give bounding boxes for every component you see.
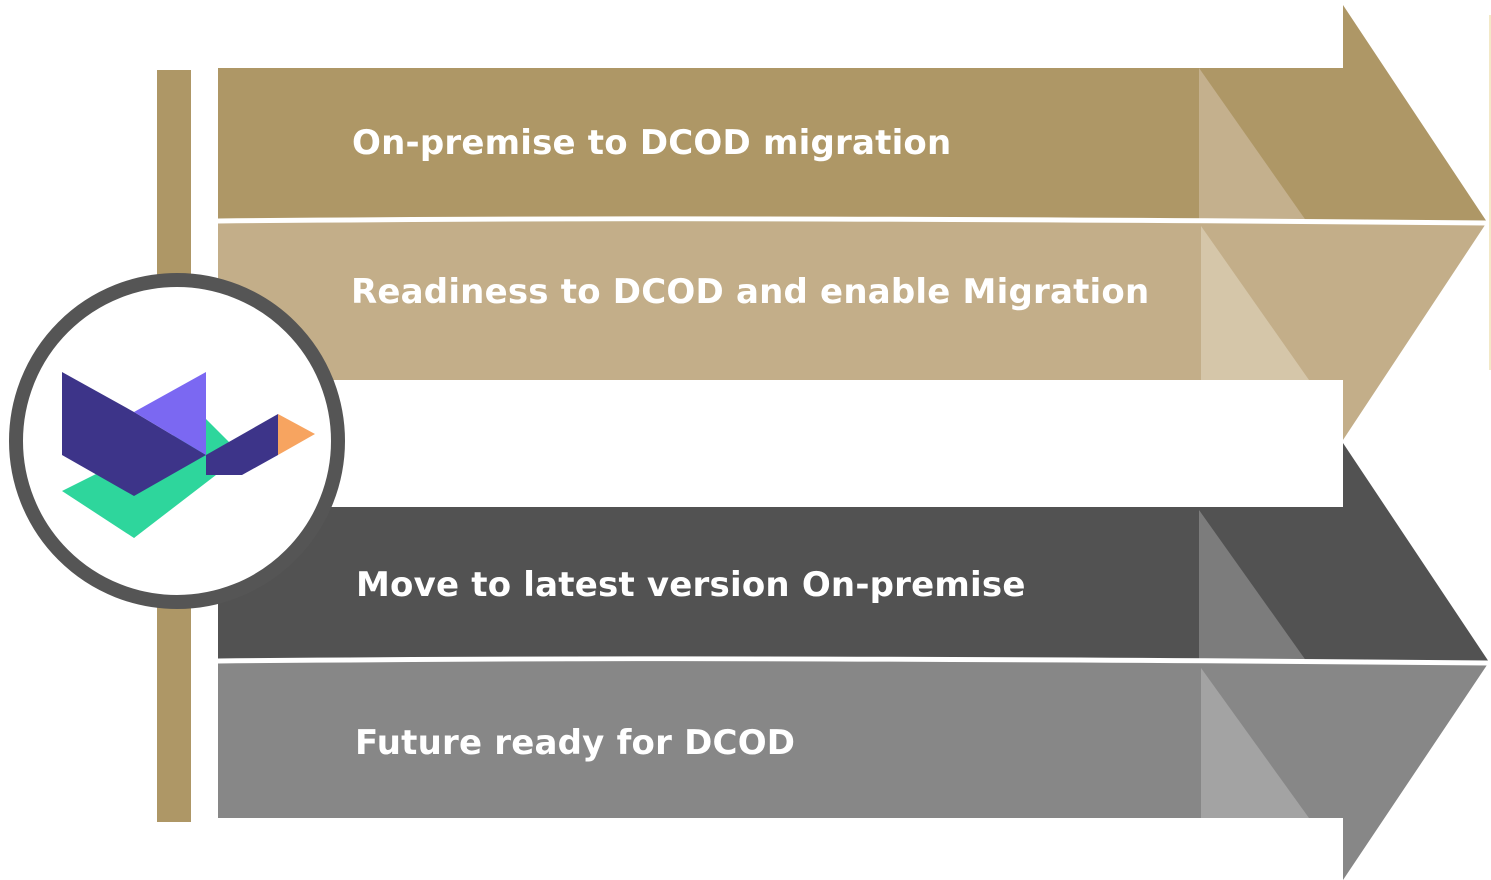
- fold-shade: [1201, 668, 1309, 818]
- brand-logo-icon: [62, 372, 315, 538]
- bottom-arrow: [217, 443, 1490, 880]
- fold-shade: [1199, 510, 1307, 662]
- band-label-on-premise-to-dcod: On-premise to DCOD migration: [352, 123, 952, 163]
- arrow-band-move-to-latest: [218, 443, 1489, 662]
- logo-badge: [9, 273, 345, 609]
- fold-shade: [1199, 68, 1307, 222]
- band-divider: [217, 656, 1490, 666]
- band-label-move-to-latest: Move to latest version On-premise: [356, 565, 1026, 605]
- arrow-band-readiness: [218, 222, 1487, 440]
- top-arrow: [217, 5, 1488, 440]
- band-label-readiness: Readiness to DCOD and enable Migration: [351, 272, 1150, 312]
- band-label-future-ready: Future ready for DCOD: [355, 723, 796, 763]
- fold-shade: [1201, 226, 1309, 380]
- band-divider: [217, 216, 1488, 226]
- arrow-band-future-ready: [218, 662, 1489, 880]
- arrow-band-on-premise-to-dcod: [218, 5, 1487, 222]
